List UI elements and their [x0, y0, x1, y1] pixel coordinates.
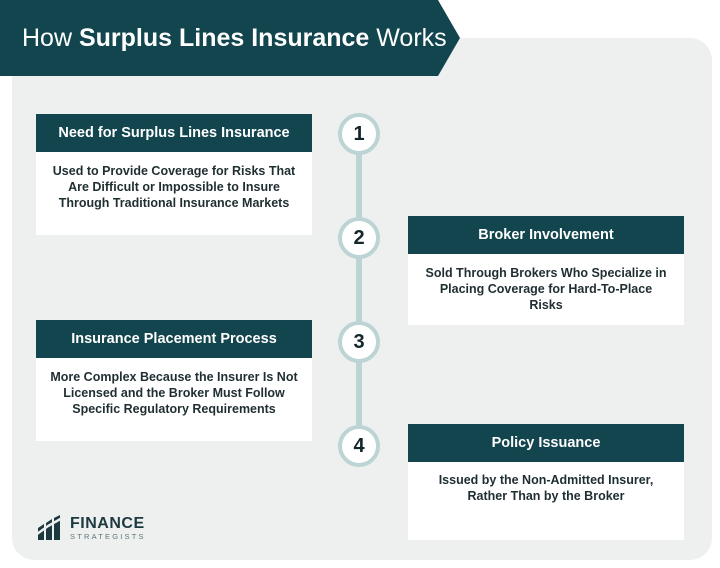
finance-strategists-logo: FINANCE STRATEGISTS: [36, 514, 146, 542]
step-3-body: More Complex Because the Insurer Is Not …: [50, 370, 298, 416]
step-2-body: Sold Through Brokers Who Specialize in P…: [425, 266, 667, 312]
step-4-card: Policy Issuance Issued by the Non-Admitt…: [408, 424, 684, 540]
step-3-circle: 3: [338, 321, 380, 363]
title-prefix: How: [22, 23, 79, 52]
step-1-heading: Need for Surplus Lines Insurance: [36, 114, 312, 152]
title-suffix: Works: [369, 23, 447, 52]
step-2-heading: Broker Involvement: [408, 216, 684, 254]
timeline-connector: [356, 132, 362, 442]
step-1-card: Need for Surplus Lines Insurance Used to…: [36, 114, 312, 235]
logo-main-text: FINANCE: [70, 514, 145, 532]
step-2-card: Broker Involvement Sold Through Brokers …: [408, 216, 684, 325]
step-2-circle: 2: [338, 217, 380, 259]
step-2-number: 2: [353, 226, 365, 249]
step-1-number: 1: [353, 122, 365, 145]
step-3-heading: Insurance Placement Process: [36, 320, 312, 358]
title-bold: Surplus Lines Insurance: [78, 23, 370, 52]
step-4-circle: 4: [338, 425, 380, 467]
step-4-body: Issued by the Non-Admitted Insurer, Rath…: [438, 473, 654, 503]
logo-sub-text: STRATEGISTS: [70, 531, 146, 541]
step-1-body: Used to Provide Coverage for Risks That …: [52, 164, 296, 210]
step-3-card: Insurance Placement Process More Complex…: [36, 320, 312, 441]
step-1-circle: 1: [338, 113, 380, 155]
step-4-heading: Policy Issuance: [408, 424, 684, 462]
step-3-number: 3: [353, 330, 365, 353]
logo-mark-icon: [36, 515, 65, 540]
step-4-number: 4: [353, 434, 365, 457]
title-banner: How Surplus Lines Insurance Works: [0, 0, 460, 76]
